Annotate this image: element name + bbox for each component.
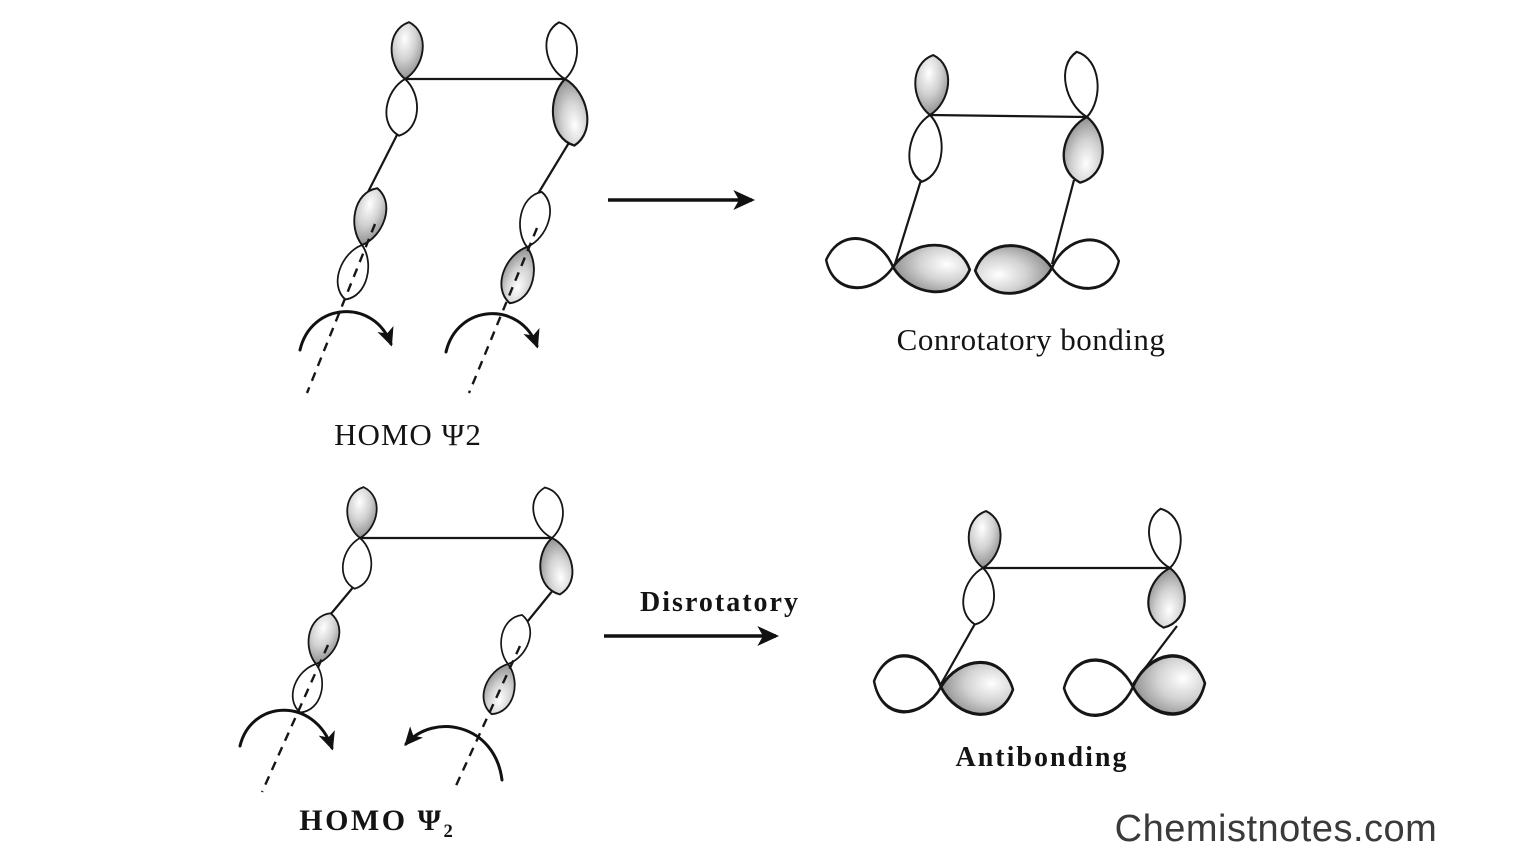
- cc-bond-line: [1050, 179, 1076, 265]
- conrotatory-bonding-label: Conrotatory bonding: [896, 322, 1166, 357]
- disrotatory-arrow-label: Disrotatory: [640, 587, 800, 618]
- antibonding-label: Antibonding: [955, 742, 1129, 773]
- lobe-white-up: [542, 19, 582, 82]
- rotation-axis-dashed-line: [467, 227, 539, 394]
- lobe-white-down: [382, 76, 422, 139]
- lobe-shaded-up: [966, 509, 1003, 570]
- sp3-lobe-shaded-outer-right: [1129, 652, 1209, 718]
- panel-conrotatory-bonding-product: [822, 48, 1123, 296]
- cc-bond-line: [940, 621, 977, 685]
- sp3-lobe-shaded-inner-right: [972, 242, 1055, 296]
- lobe-shaded-up: [300, 608, 346, 669]
- lobe-white-down: [286, 658, 331, 718]
- cc-bond-line: [535, 140, 571, 198]
- lobe-white-up: [529, 484, 568, 541]
- sp3-lobe-shaded-inner-left: [938, 659, 1016, 717]
- panel-homo-psi2-conrotatory: [298, 19, 593, 394]
- sp3-lobe-white-outer-left: [822, 234, 898, 293]
- lobe-shaded-down: [1059, 113, 1108, 186]
- sp3-lobe-shaded-inner-left: [890, 242, 972, 295]
- sp3-lobe-white-outer-left: [869, 651, 946, 717]
- rotation-axis-dashed-line: [305, 223, 377, 394]
- lobe-shaded-down: [535, 534, 577, 598]
- homo-psi2-label-bottom-subscript: 2: [443, 821, 453, 842]
- curved-arrow-counterclockwise-right: [404, 725, 504, 782]
- lobe-white-up: [1059, 48, 1104, 121]
- lobe-shaded-up: [388, 20, 426, 82]
- lobe-white-up: [512, 187, 557, 252]
- homo-psi2-label-bottom: HOMO Ψ2: [299, 804, 453, 843]
- cc-bond-line: [367, 130, 400, 193]
- lobe-shaded-down: [1144, 565, 1190, 631]
- sigma-bond-line: [929, 113, 1088, 119]
- panel-antibonding-product: [869, 505, 1209, 718]
- lobe-white-down: [959, 564, 1000, 628]
- lobe-shaded-up: [912, 53, 951, 117]
- curved-arrow-clockwise-left: [298, 310, 394, 352]
- homo-psi2-label-bottom-base: HOMO Ψ: [299, 804, 444, 837]
- lobe-shaded-up: [344, 485, 380, 540]
- lobe-white-down: [339, 535, 375, 592]
- lobe-white-down: [330, 239, 377, 305]
- curved-arrow-clockwise-left: [238, 708, 335, 751]
- sp3-lobe-white-inner-right: [1061, 657, 1136, 718]
- rotation-axis-dashed-line: [452, 645, 522, 791]
- lobe-shaded-down: [547, 75, 593, 150]
- lobe-white-up: [1144, 505, 1187, 572]
- homo-psi2-label-top: HOMO Ψ2: [334, 417, 482, 452]
- curved-arrow-clockwise-right: [444, 312, 540, 354]
- sp3-lobe-white-outer-right: [1048, 235, 1123, 294]
- panel-homo-psi2-disrotatory: [238, 484, 577, 793]
- lobe-shaded-down: [476, 658, 523, 720]
- watermark-text: Chemistnotes.com: [1114, 808, 1438, 850]
- rotation-axis-dashed-line: [260, 644, 330, 793]
- lobe-white-down: [904, 111, 947, 185]
- cc-bond-line: [893, 179, 923, 265]
